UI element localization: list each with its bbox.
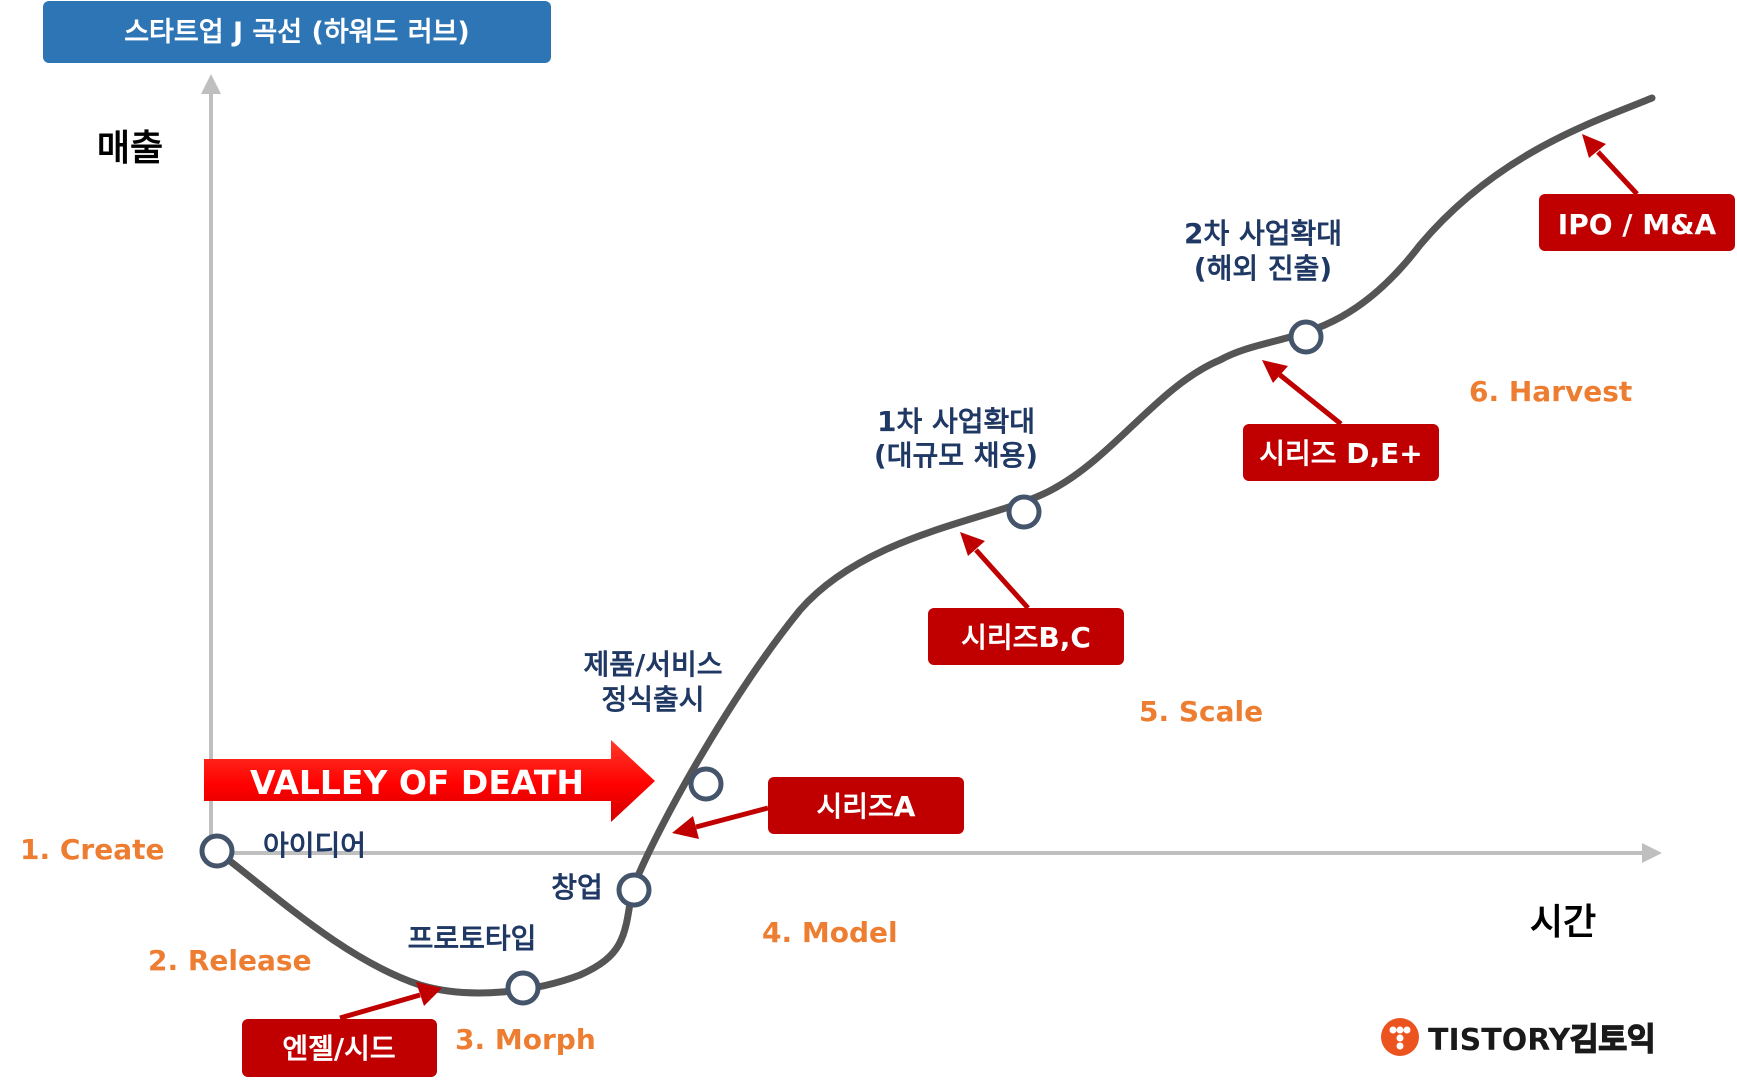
stage-model: 4. Model — [762, 916, 898, 949]
title-bar: 스타트업 J 곡선 (하워드 러브) — [43, 1, 551, 63]
arrow-seed-line — [339, 992, 421, 1021]
arrow-exit-head — [1582, 134, 1606, 158]
box-series-de — [1243, 424, 1439, 481]
arrow-series-a-head — [672, 816, 699, 839]
funding-boxes: 엔젤/시드 시리즈A 시리즈B,C 시리즈 D,E+ IPO / M&A — [242, 194, 1735, 1077]
funding-seed: 엔젤/시드 — [282, 1032, 395, 1065]
node-expansion-2 — [1288, 319, 1324, 355]
y-axis-label: 매출 — [97, 128, 163, 169]
arrow-series-bc-head — [960, 532, 985, 556]
tistory-watermark: TISTORY 김토익 — [1381, 1018, 1656, 1059]
milestone-founding: 창업 — [551, 871, 603, 904]
valley-of-death-label: VALLEY OF DEATH — [250, 763, 584, 802]
tistory-logo-dot — [1389, 1026, 1397, 1034]
box-series-bc — [928, 608, 1124, 665]
node-idea — [199, 833, 235, 869]
diagram-title: 스타트업 J 곡선 (하워드 러브) — [124, 17, 470, 48]
stage-scale: 5. Scale — [1139, 695, 1263, 728]
box-exit — [1539, 194, 1735, 251]
milestone-labels: 아이디어 프로토타입 창업 제품/서비스 정식출시 1차 사업확대 (대규모 채… — [263, 217, 1342, 955]
watermark-brand: TISTORY — [1428, 1023, 1572, 1058]
x-axis-label: 시간 — [1530, 902, 1596, 943]
funding-arrows — [339, 134, 1639, 1021]
tistory-logo-dot — [1403, 1026, 1411, 1034]
node-founding — [616, 872, 652, 908]
arrow-series-de-head — [1262, 360, 1288, 383]
milestone-expansion1-line2: (대규모 채용) — [874, 439, 1038, 472]
stage-labels: 1. Create 2. Release 3. Morph 4. Model 5… — [20, 375, 1632, 1056]
tistory-logo-dot — [1396, 1042, 1404, 1050]
arrow-series-a-line — [695, 805, 769, 830]
y-axis-arrowhead — [201, 74, 221, 94]
stage-harvest: 6. Harvest — [1469, 375, 1632, 408]
funding-series-de: 시리즈 D,E+ — [1259, 437, 1423, 470]
stage-morph: 3. Morph — [455, 1023, 596, 1056]
milestone-launch-line1: 제품/서비스 — [583, 648, 722, 681]
node-prototype — [505, 970, 541, 1006]
milestone-launch-line2: 정식출시 — [601, 683, 704, 716]
tistory-logo-dot — [1396, 1034, 1404, 1042]
j-curve-line — [213, 94, 1656, 997]
node-expansion-1 — [1006, 494, 1042, 530]
milestone-expansion1-line1: 1차 사업확대 — [877, 405, 1035, 438]
arrow-exit-line — [1596, 150, 1639, 196]
title-bar-background — [43, 1, 551, 63]
funding-series-bc: 시리즈B,C — [961, 621, 1091, 654]
valley-of-death-arrow: VALLEY OF DEATH — [204, 740, 655, 822]
milestone-nodes — [199, 319, 1324, 1006]
milestone-expansion2-line2: (해외 진출) — [1194, 252, 1332, 285]
watermark-author: 김토익 — [1570, 1022, 1656, 1058]
stage-release: 2. Release — [148, 944, 312, 977]
stage-create: 1. Create — [20, 833, 164, 866]
valley-arrow-shape — [204, 740, 655, 822]
node-launch — [688, 766, 724, 802]
axes: 매출 시간 — [97, 74, 1662, 943]
arrow-series-bc-line — [974, 548, 1030, 610]
funding-series-a: 시리즈A — [817, 790, 916, 823]
x-axis-arrowhead — [1642, 843, 1662, 863]
box-series-a — [768, 777, 964, 834]
milestone-prototype: 프로토타입 — [408, 922, 537, 955]
milestone-expansion2-line1: 2차 사업확대 — [1184, 217, 1342, 250]
milestone-idea: 아이디어 — [263, 829, 366, 862]
funding-exit: IPO / M&A — [1558, 208, 1717, 241]
arrow-series-de-line — [1278, 373, 1343, 426]
tistory-logo-dot — [1396, 1026, 1404, 1034]
box-seed — [242, 1019, 437, 1077]
arrow-seed-head — [416, 982, 442, 1006]
